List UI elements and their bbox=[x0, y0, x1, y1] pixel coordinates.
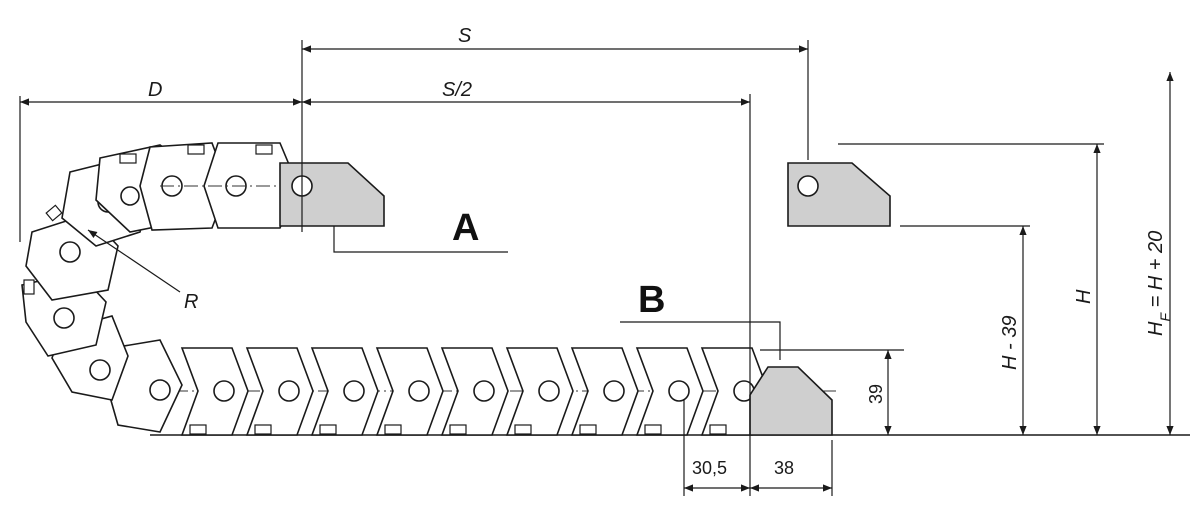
radius-indicator: R bbox=[87, 229, 198, 313]
dimension-s: S bbox=[302, 25, 808, 53]
dimension-d: D bbox=[20, 79, 302, 106]
dimension-38: 38 bbox=[750, 458, 832, 492]
dimension-hf: HF = H + 20 bbox=[1145, 72, 1174, 435]
dimension-38-label: 38 bbox=[774, 458, 794, 478]
dimension-h: H bbox=[1073, 144, 1101, 435]
bracket-b-label: B bbox=[638, 279, 665, 321]
lower-link bbox=[310, 347, 379, 436]
lower-chain-run bbox=[150, 347, 840, 436]
extension-lines bbox=[19, 40, 1104, 496]
lower-link bbox=[570, 347, 639, 436]
chain-bend bbox=[21, 142, 370, 433]
dimension-h-label: H bbox=[1073, 289, 1095, 304]
lower-link bbox=[375, 347, 444, 436]
lower-link bbox=[635, 347, 704, 436]
dimension-s-label: S bbox=[458, 25, 472, 47]
lower-link bbox=[440, 347, 509, 436]
dimension-h-minus-39-label: H - 39 bbox=[999, 316, 1021, 370]
dimension-s-half: S/2 bbox=[302, 79, 750, 106]
bracket-a-end-position bbox=[787, 162, 891, 227]
lower-link bbox=[505, 347, 574, 436]
dimension-30-5: 30,5 bbox=[684, 458, 750, 492]
dimension-hf-label: HF = H + 20 bbox=[1145, 231, 1173, 336]
lower-link bbox=[245, 347, 314, 436]
radius-label: R bbox=[184, 291, 198, 313]
dimension-h-minus-39: H - 39 bbox=[999, 226, 1027, 435]
dimension-39-label: 39 bbox=[866, 384, 886, 404]
lower-link bbox=[180, 347, 249, 436]
dimension-30-5-label: 30,5 bbox=[692, 458, 727, 478]
bracket-a-label: A bbox=[452, 207, 479, 249]
dimension-39: 39 bbox=[866, 350, 892, 435]
dimension-s-half-label: S/2 bbox=[442, 79, 472, 101]
dimension-d-label: D bbox=[148, 79, 162, 101]
bracket-a: A bbox=[279, 162, 508, 253]
